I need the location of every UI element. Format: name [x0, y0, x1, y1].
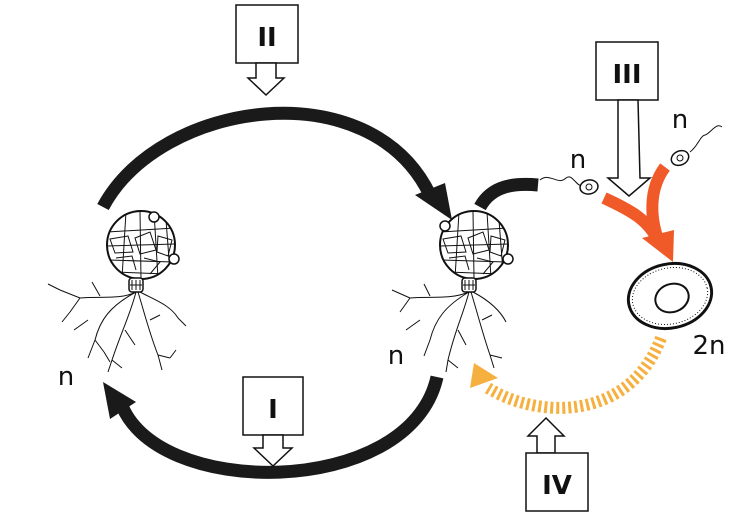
left-plant-rhizoids: [47, 281, 187, 373]
ploidy-label-sperm-2: n: [672, 105, 688, 135]
development-arrow: [470, 335, 667, 414]
right-plant-illustration: [439, 210, 514, 293]
sperm-cell-1: [539, 176, 599, 195]
ploidy-label-left-plant: n: [58, 362, 74, 392]
ploidy-label-sperm-1: n: [570, 145, 586, 175]
callout-IV: IV: [525, 416, 589, 512]
left-plant-illustration: [106, 210, 180, 293]
fertilization-arrow: [601, 163, 674, 262]
stage-label-II: II: [257, 23, 276, 53]
stage-label-III: III: [612, 60, 641, 90]
callout-III: III: [595, 41, 659, 197]
stage-label-I: I: [268, 395, 278, 425]
stage-label-IV: IV: [542, 471, 572, 501]
zygote-cell: [626, 262, 714, 330]
right-plant-rhizoids: [391, 283, 507, 373]
callout-II: II: [235, 4, 299, 97]
ploidy-label-zygote: 2n: [692, 331, 725, 361]
sperm-cell-2: [670, 125, 723, 167]
bottom-cycle-arrow: [103, 375, 444, 479]
ploidy-label-right-plant: n: [388, 341, 404, 371]
top-cycle-arrow: [97, 106, 452, 220]
plant-to-sperm-arrow: [474, 177, 539, 211]
callout-I: I: [242, 376, 304, 468]
